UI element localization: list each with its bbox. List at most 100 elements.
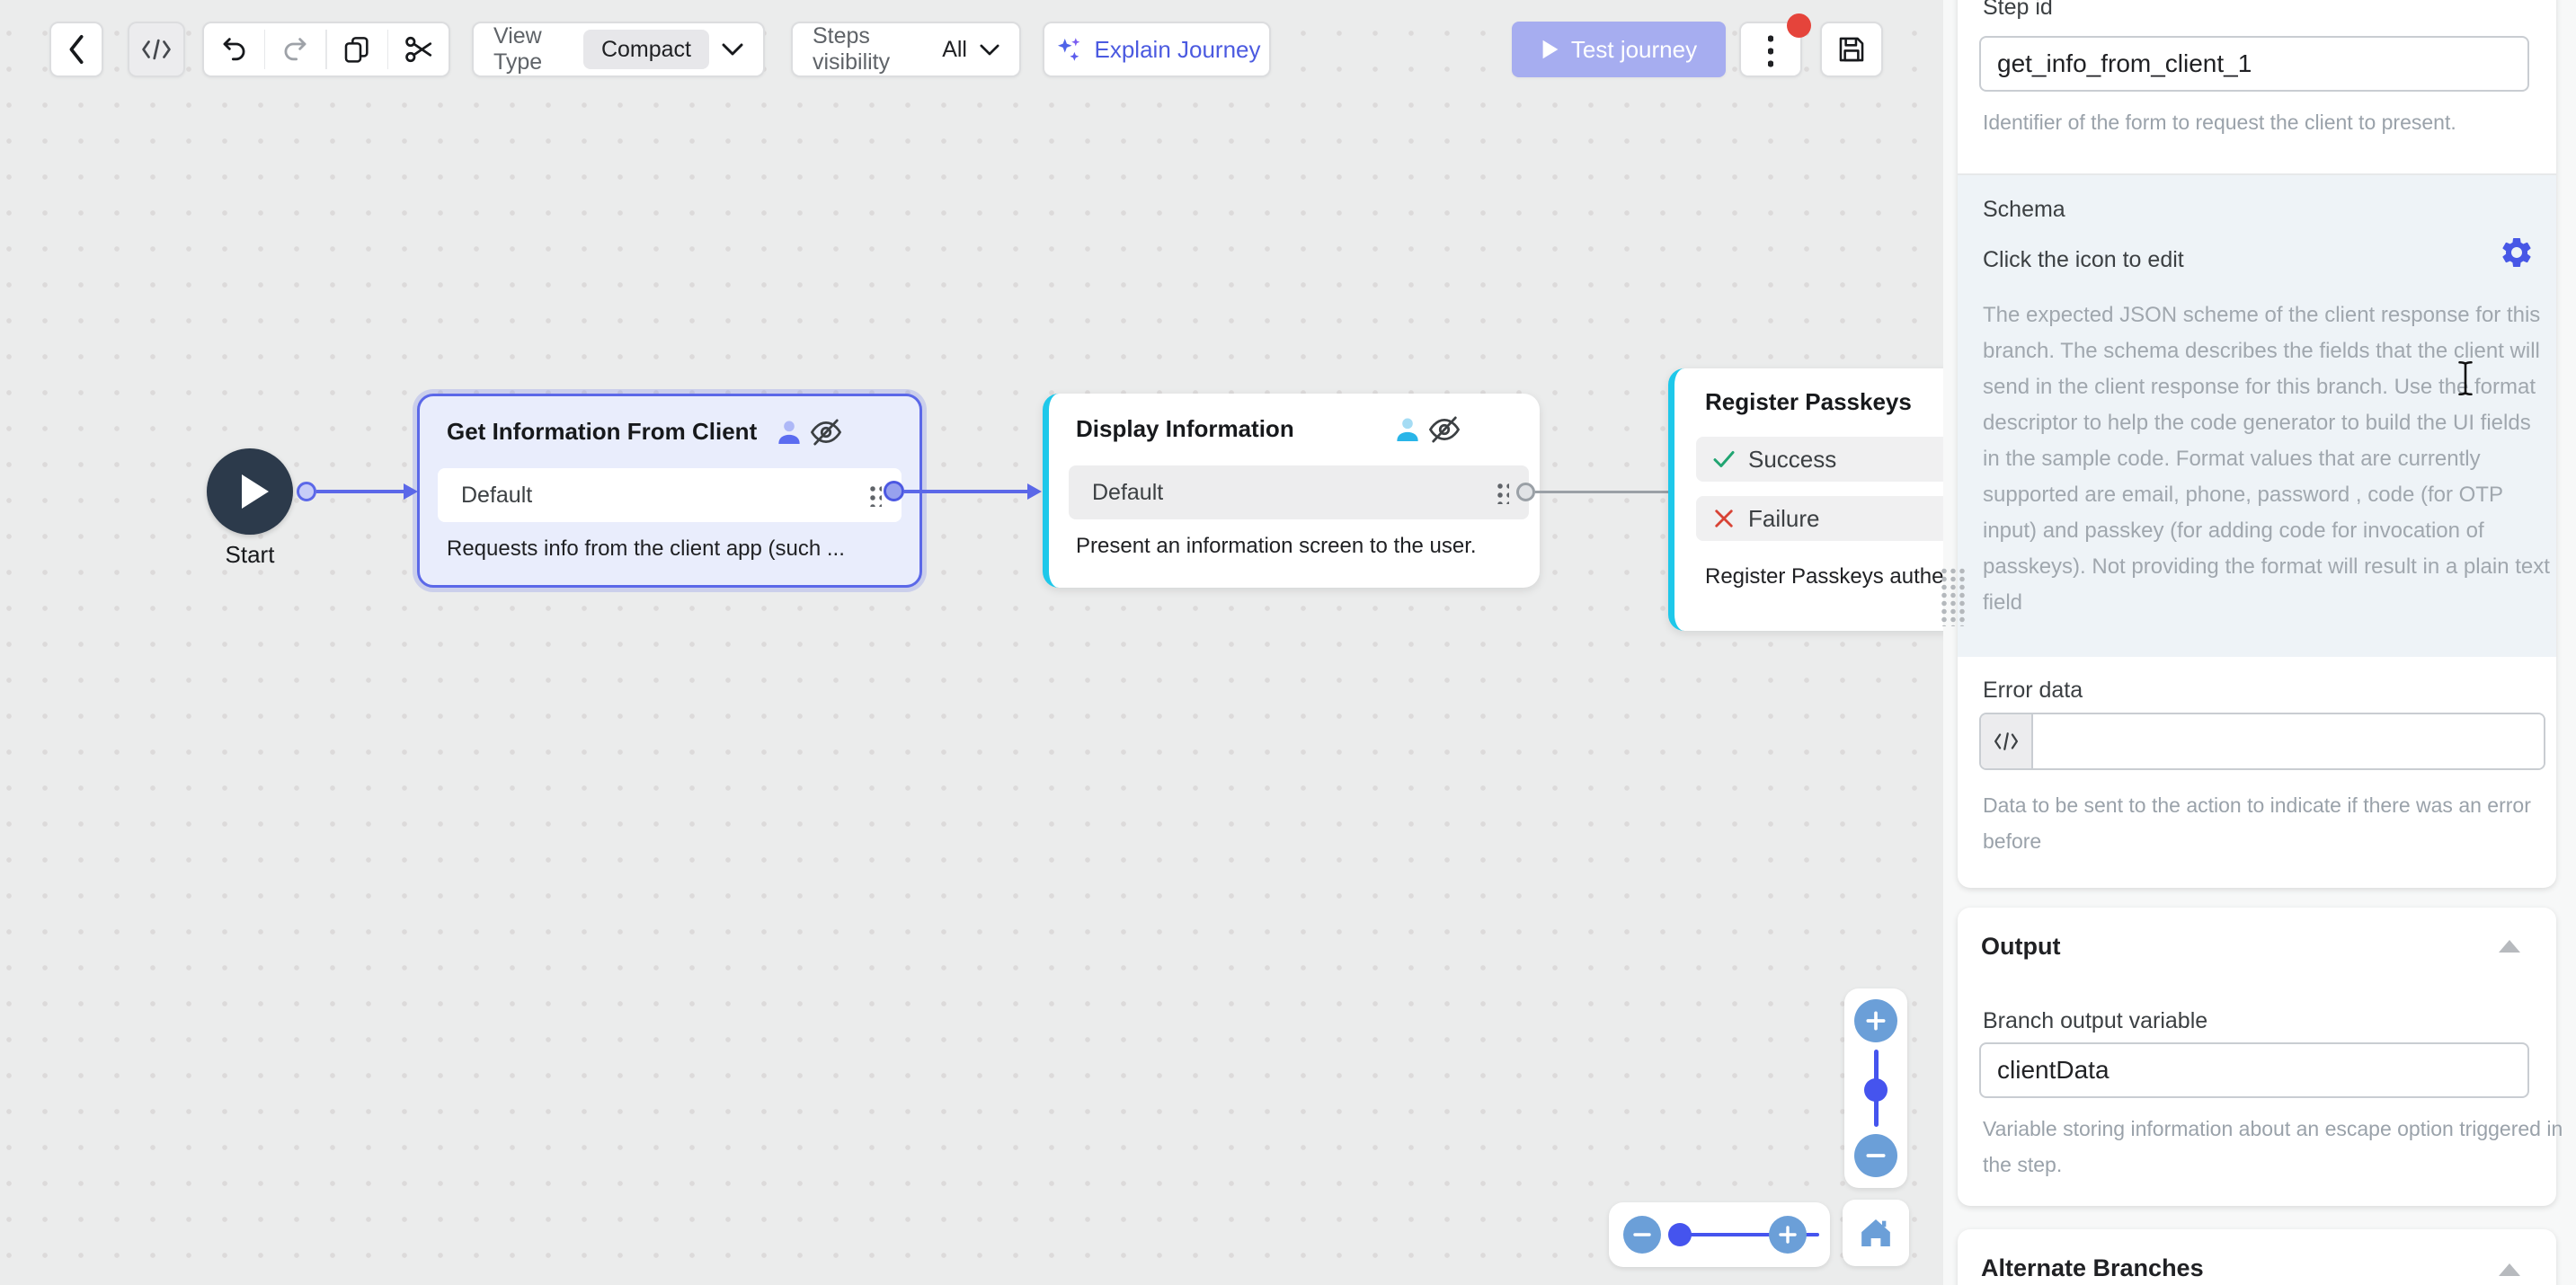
play-icon xyxy=(1541,39,1560,60)
node-description: Present an information screen to the use… xyxy=(1076,534,1477,558)
schema-settings-button[interactable] xyxy=(2499,235,2535,270)
branch-row-default[interactable]: Default xyxy=(1069,465,1529,519)
schema-edit-hint: Click the icon to edit xyxy=(1983,247,2184,272)
steps-visibility-label: Steps visibility xyxy=(813,23,891,75)
explain-journey-label: Explain Journey xyxy=(1094,35,1261,63)
collapse-section-button[interactable] xyxy=(2499,940,2520,953)
sparkles-icon xyxy=(1053,34,1084,65)
output-card: Output Branch output variable Variable s… xyxy=(1958,908,2563,1206)
output-title: Output xyxy=(1981,933,2061,960)
start-label: Start xyxy=(225,541,275,568)
zoom-out-button[interactable] xyxy=(1854,1134,1897,1177)
vertical-zoom-control xyxy=(1844,988,1907,1188)
test-journey-button[interactable]: Test journey xyxy=(1512,22,1726,77)
steps-visibility-value: All xyxy=(942,36,967,62)
undo-button[interactable] xyxy=(204,23,264,75)
kebab-icon xyxy=(1768,31,1773,67)
hide-step-button[interactable] xyxy=(808,416,844,448)
back-button[interactable] xyxy=(49,22,103,77)
step-id-helper: Identifier of the form to request the cl… xyxy=(1983,111,2456,134)
explain-journey-button[interactable]: Explain Journey xyxy=(1043,22,1271,77)
display-output-port[interactable] xyxy=(1516,483,1535,501)
branch-output-input[interactable] xyxy=(1979,1042,2529,1098)
start-node[interactable] xyxy=(207,448,293,535)
hide-step-button[interactable] xyxy=(1426,413,1462,446)
horizontal-zoom-control xyxy=(1609,1202,1830,1267)
view-type-value: Compact xyxy=(600,36,691,62)
branch-label: Default xyxy=(1092,479,1164,505)
step-settings-card: Step id Identifier of the form to reques… xyxy=(1958,0,2556,888)
zoom-slider-thumb[interactable] xyxy=(1668,1223,1692,1246)
view-type-dropdown[interactable]: View Type Compact xyxy=(472,22,765,77)
edge-display-to-register xyxy=(1535,491,1670,493)
branch-row-default[interactable]: Default xyxy=(438,468,902,522)
eye-off-icon xyxy=(1426,413,1462,446)
plus-icon xyxy=(1864,1009,1888,1032)
node-title: Display Information xyxy=(1076,415,1294,442)
code-icon xyxy=(141,37,172,62)
minus-icon xyxy=(1631,1224,1653,1245)
drag-handle-icon[interactable] xyxy=(867,483,882,507)
notification-dot xyxy=(1787,13,1811,38)
node-display-information[interactable]: Display Information Default Present an i… xyxy=(1043,394,1540,588)
edit-actions-toolbar xyxy=(202,22,450,77)
zoom-slider-track[interactable] xyxy=(1679,1233,1819,1236)
scissors-icon xyxy=(404,34,434,65)
node-title: Register Passkeys xyxy=(1705,388,1912,415)
zoom-slider-thumb[interactable] xyxy=(1864,1078,1888,1102)
edge-getinfo-to-display xyxy=(904,490,1028,493)
schema-description: The expected JSON scheme of the client r… xyxy=(1983,303,2550,615)
branch-output-label: Branch output variable xyxy=(1983,1008,2208,1033)
steps-visibility-dropdown[interactable]: Steps visibility All xyxy=(791,22,1021,77)
chevron-left-icon xyxy=(65,34,88,65)
toolbar-divider xyxy=(263,30,266,69)
gear-icon xyxy=(2499,235,2535,270)
node-description: Register Passkeys authen xyxy=(1705,564,1956,589)
error-data-field xyxy=(1979,713,2545,770)
getinfo-output-port[interactable] xyxy=(884,481,904,501)
code-view-button[interactable] xyxy=(128,22,185,77)
edge-arrowhead xyxy=(1027,483,1042,500)
text-cursor xyxy=(2454,359,2477,397)
alternate-branches-card: Alternate Branches xyxy=(1958,1229,2556,1285)
save-button[interactable] xyxy=(1820,22,1883,77)
start-output-port[interactable] xyxy=(297,482,316,501)
chevron-down-icon xyxy=(722,43,743,56)
step-id-label: Step id xyxy=(1983,0,2053,20)
check-icon xyxy=(1710,447,1737,472)
chevron-down-icon xyxy=(980,44,999,56)
fit-view-home-button[interactable] xyxy=(1843,1200,1909,1266)
cut-button[interactable] xyxy=(388,23,449,75)
zoom-out-button[interactable] xyxy=(1623,1216,1661,1254)
x-icon xyxy=(1712,507,1736,530)
collapse-section-button[interactable] xyxy=(2499,1263,2520,1276)
toolbar-divider xyxy=(386,30,389,69)
node-get-information-from-client[interactable]: Get Information From Client Default Requ… xyxy=(417,394,922,588)
panel-resize-handle[interactable] xyxy=(1940,567,1967,626)
zoom-in-button[interactable] xyxy=(1854,999,1897,1042)
play-icon xyxy=(242,474,269,509)
edge-start-to-getinfo xyxy=(316,490,404,493)
schema-label: Schema xyxy=(1983,197,2065,222)
alternate-branches-title: Alternate Branches xyxy=(1981,1254,2204,1281)
more-options-button[interactable] xyxy=(1739,22,1802,77)
node-title: Get Information From Client xyxy=(447,418,758,445)
drag-handle-icon[interactable] xyxy=(1495,481,1509,504)
person-icon xyxy=(1392,413,1423,446)
redo-icon xyxy=(281,35,310,64)
zoom-in-button[interactable] xyxy=(1769,1216,1807,1254)
redo-button[interactable] xyxy=(265,23,325,75)
error-data-input[interactable] xyxy=(2033,714,2544,768)
toolbar-divider xyxy=(325,30,327,69)
step-settings-panel: Step id Identifier of the form to reques… xyxy=(1943,0,2576,1285)
copy-button[interactable] xyxy=(327,23,387,75)
step-id-input[interactable] xyxy=(1979,36,2529,92)
branch-label: Default xyxy=(461,482,533,508)
branch-label: Success xyxy=(1748,445,1837,473)
undo-icon xyxy=(219,35,248,64)
code-icon xyxy=(1981,714,2033,768)
save-icon xyxy=(1836,34,1867,65)
node-description: Requests info from the client app (such … xyxy=(447,536,845,561)
copy-icon xyxy=(342,35,371,64)
schema-section: Schema Click the icon to edit The expect… xyxy=(1958,175,2556,657)
